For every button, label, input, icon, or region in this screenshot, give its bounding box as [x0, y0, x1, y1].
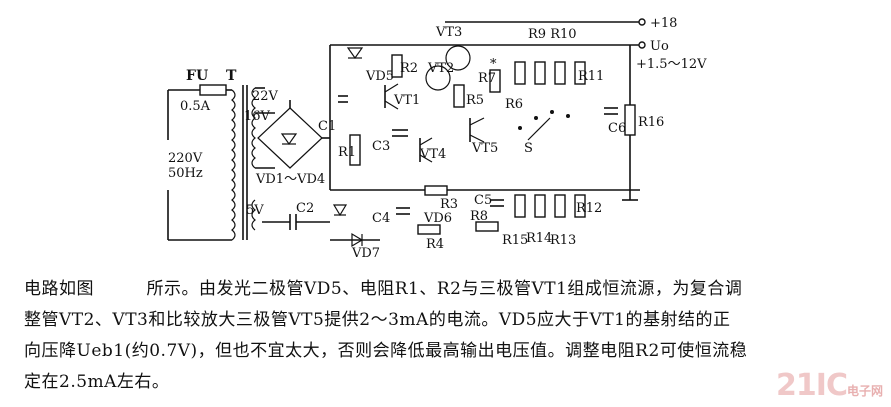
c1-label: C1 — [318, 119, 336, 134]
transformer: T 220V 50Hz 22V 16V 5V — [167, 68, 279, 241]
r9-r10-label: R9 R10 — [528, 27, 577, 42]
r11-label: R11 — [578, 69, 604, 84]
watermark-sub: 电子网 — [846, 384, 883, 398]
watermark-logo: 21IC电子网 — [776, 368, 883, 403]
transformer-label: T — [226, 68, 237, 84]
transistor-vt4: VT4 — [419, 137, 446, 163]
resistor-r1 — [349, 134, 361, 166]
resistor-r3 — [424, 185, 448, 196]
upper-resistor-ladder: R9 R10 R11 — [514, 27, 604, 85]
transistor-vt1: VT1 — [384, 83, 420, 110]
diode-vd7: VD7 — [330, 232, 380, 261]
r5-label: R5 — [466, 93, 484, 108]
zener-vd6: VD6 — [332, 204, 452, 226]
r1-label: R1 — [338, 145, 356, 160]
tap-16v: 16V — [244, 109, 271, 124]
fuse-label: FU — [186, 68, 208, 84]
r7-star: * — [490, 57, 497, 72]
vt5-label: VT5 — [471, 141, 498, 156]
vd7-label: VD7 — [351, 246, 380, 261]
resistor-r2 — [391, 54, 403, 78]
resistor-r8 — [475, 221, 499, 232]
mains-voltage: 220V — [168, 151, 203, 166]
c2-label: C2 — [296, 201, 314, 216]
caption-line-4: 定在2.5mA左右。 — [24, 372, 170, 392]
r12-label: R12 — [576, 201, 602, 216]
watermark-brand: 21IC — [776, 368, 848, 403]
circuit-schematic: FU 0.5A T 220V 50Hz 22V 16V 5V VD1～VD4 — [167, 16, 707, 261]
output-range-label: +1.5～12V — [636, 57, 707, 72]
r4-label: R4 — [426, 237, 444, 252]
transistor-vt3: VT3 — [435, 25, 471, 71]
c4-label: C4 — [372, 211, 390, 226]
fuse: FU 0.5A — [168, 68, 232, 114]
transistor-vt2: VT2 — [425, 61, 454, 91]
vt2-label: VT2 — [427, 61, 454, 76]
capacitor-c5: C5 — [474, 193, 504, 208]
r3-label: R3 — [440, 197, 458, 212]
uo-label: Uo — [650, 39, 669, 54]
r7-label: R7 — [478, 71, 496, 86]
bridge-rectifier: VD1～VD4 — [255, 100, 330, 187]
mains-frequency: 50Hz — [168, 166, 203, 181]
r2-label: R2 — [400, 61, 418, 76]
caption-line-1: 电路如图 所示。由发光二极管VD5、电阻R1、R2与三极管VT1组成恒流源，为复… — [24, 279, 743, 299]
vt3-label: VT3 — [435, 25, 462, 40]
vd5-label: VD5 — [365, 69, 394, 84]
plus18-label: +18 — [650, 16, 677, 31]
output-terminal — [638, 41, 646, 49]
vd6-label: VD6 — [423, 211, 452, 226]
r8-label: R8 — [470, 209, 488, 224]
tap-5v: 5V — [246, 203, 264, 218]
resistor-r7 — [489, 69, 501, 93]
r13-label: R13 — [550, 233, 576, 248]
caption-line-2: 整管VT2、VT3和比较放大三极管VT5提供2～3mA的电流。VD5应大于VT1… — [24, 310, 731, 330]
capacitor-c1: C1 — [318, 95, 348, 134]
vd5-led: VD5 — [346, 47, 394, 84]
r6-label: R6 — [505, 97, 523, 112]
fuse-rating: 0.5A — [180, 99, 211, 114]
c6-label: C6 — [608, 121, 626, 136]
r14-label: R14 — [526, 231, 552, 246]
capacitor-c2: C2 — [262, 201, 330, 230]
range-switch: S — [518, 110, 570, 156]
caption-line-3: 向压降Ueb1(约0.7V)，但也不宜太大，否则会降低最高输出电压值。调整电阻R… — [24, 341, 748, 361]
capacitor-c4: C4 — [372, 207, 410, 226]
resistor-r16 — [624, 104, 636, 136]
transistor-vt5: VT5 — [469, 117, 498, 156]
c3-label: C3 — [372, 139, 390, 154]
bridge-label: VD1～VD4 — [255, 172, 325, 187]
resistor-r4 — [417, 224, 441, 235]
vt1-label: VT1 — [393, 93, 420, 108]
switch-label: S — [524, 141, 533, 156]
c5-label: C5 — [474, 193, 492, 208]
plus18-terminal — [638, 18, 646, 26]
capacitor-c3: C3 — [372, 129, 408, 154]
tap-22v: 22V — [252, 89, 279, 104]
capacitor-c6: C6 — [604, 107, 626, 136]
r15-label: R15 — [502, 233, 528, 248]
resistor-r5 — [453, 84, 465, 108]
vt4-label: VT4 — [419, 147, 446, 162]
caption: 电路如图 所示。由发光二极管VD5、电阻R1、R2与三极管VT1组成恒流源，为复… — [24, 274, 874, 398]
lower-resistor-ladder: R15 R14 R13 R12 — [502, 194, 602, 248]
r16-label: R16 — [638, 115, 664, 130]
